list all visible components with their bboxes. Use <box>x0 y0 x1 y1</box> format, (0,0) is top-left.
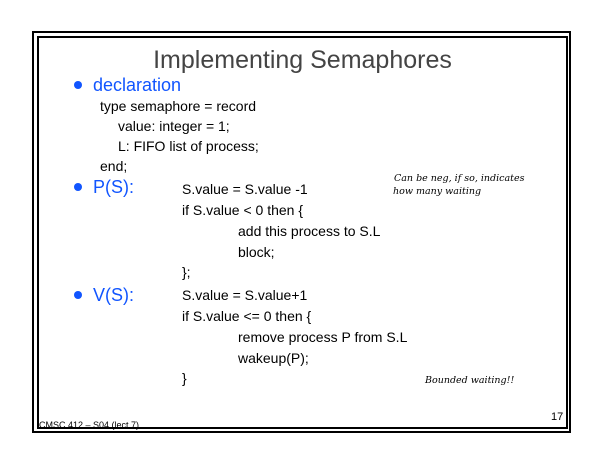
bullet-icon <box>74 81 82 89</box>
code-line: } <box>182 370 187 386</box>
declaration-heading: declaration <box>93 75 182 95</box>
bullet-icon <box>74 291 82 299</box>
bullet-icon <box>74 183 82 191</box>
code-line: }; <box>182 264 191 280</box>
slide-title: Implementing Semaphores <box>153 46 452 74</box>
note-bounded: Bounded waiting!! <box>425 375 515 386</box>
code-line: remove process P from S.L <box>238 329 408 345</box>
note-negative: how many waiting <box>393 186 482 197</box>
code-line: L: FIFO list of process; <box>118 138 259 154</box>
code-line: end; <box>100 158 128 174</box>
code-line: add this process to S.L <box>238 223 381 239</box>
slide-border-outer <box>32 31 571 433</box>
code-line: if S.value < 0 then { <box>182 202 304 218</box>
code-line: S.value = S.value -1 <box>182 181 308 197</box>
code-line: type semaphore = record <box>100 98 257 114</box>
code-line: S.value = S.value+1 <box>182 287 308 303</box>
note-negative: Can be neg, if so, indicates <box>394 173 525 184</box>
code-line: value: integer = 1; <box>118 118 230 134</box>
p-heading: P(S): <box>93 177 135 197</box>
page-number: 17 <box>551 411 564 423</box>
slide-border-inner <box>37 36 568 429</box>
v-heading: V(S): <box>93 285 135 305</box>
code-line: block; <box>238 244 275 260</box>
code-line: if S.value <= 0 then { <box>182 308 312 324</box>
footer-course: CMSC 412 – S04 (lect 7) <box>39 420 140 430</box>
code-line: wakeup(P); <box>238 350 309 366</box>
